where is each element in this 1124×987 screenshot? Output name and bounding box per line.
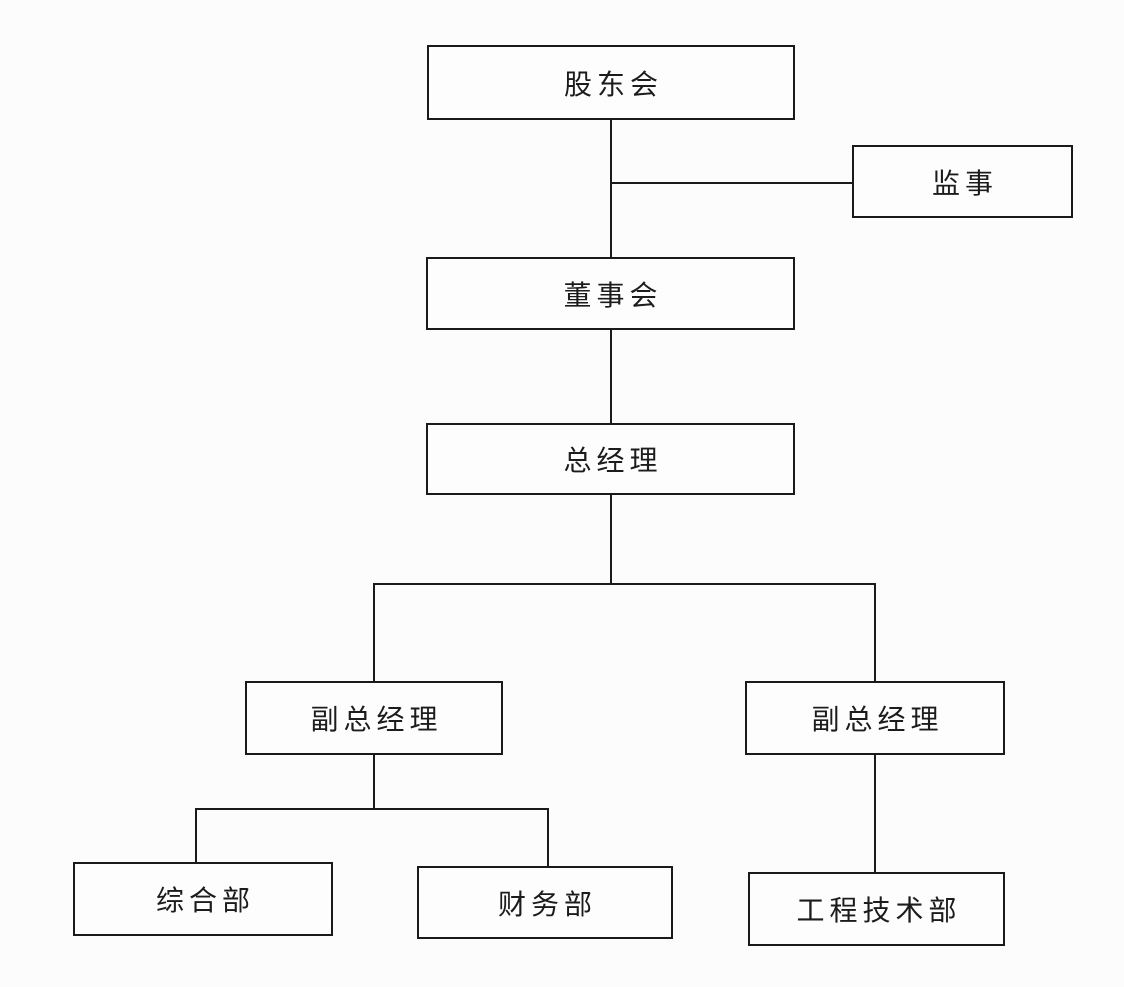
connector-board-gm-v <box>610 329 612 424</box>
node-general-manager: 总经理 <box>426 423 795 495</box>
node-deputy-gm-left-label: 副总经理 <box>310 705 443 736</box>
node-board-label: 董事会 <box>563 280 663 312</box>
connector-finance-dept-v <box>547 808 549 867</box>
connector-shareholders-board-v <box>610 119 612 259</box>
node-engineering-dept-label: 工程技术部 <box>796 896 962 927</box>
node-finance-dept: 财务部 <box>417 866 673 939</box>
connector-general-dept-v <box>195 808 197 863</box>
connector-supervisor-h <box>610 182 852 184</box>
connector-gm-branch-v <box>610 494 612 584</box>
node-supervisor-label: 监事 <box>931 168 998 200</box>
connector-engineering-dept-v <box>874 754 876 873</box>
connector-deputy-branch-h <box>373 583 876 585</box>
node-shareholders-label: 股东会 <box>563 69 663 101</box>
node-supervisor: 监事 <box>852 145 1073 218</box>
node-engineering-dept: 工程技术部 <box>748 872 1005 946</box>
connector-deputy-left-v <box>373 583 375 682</box>
node-board-of-directors: 董事会 <box>426 257 795 330</box>
node-deputy-gm-right: 副总经理 <box>745 681 1005 755</box>
connector-depts-branch-h <box>195 808 549 810</box>
node-general-dept-label: 综合部 <box>155 886 255 917</box>
node-general-dept: 综合部 <box>73 862 333 936</box>
node-general-manager-label: 总经理 <box>563 446 663 477</box>
connector-deputy-right-v <box>874 583 876 682</box>
node-deputy-gm-left: 副总经理 <box>245 681 503 755</box>
node-deputy-gm-right-label: 副总经理 <box>811 705 944 736</box>
node-finance-dept-label: 财务部 <box>497 889 597 921</box>
node-shareholders: 股东会 <box>427 45 795 120</box>
connector-deputy-left-depts-v <box>373 754 375 810</box>
